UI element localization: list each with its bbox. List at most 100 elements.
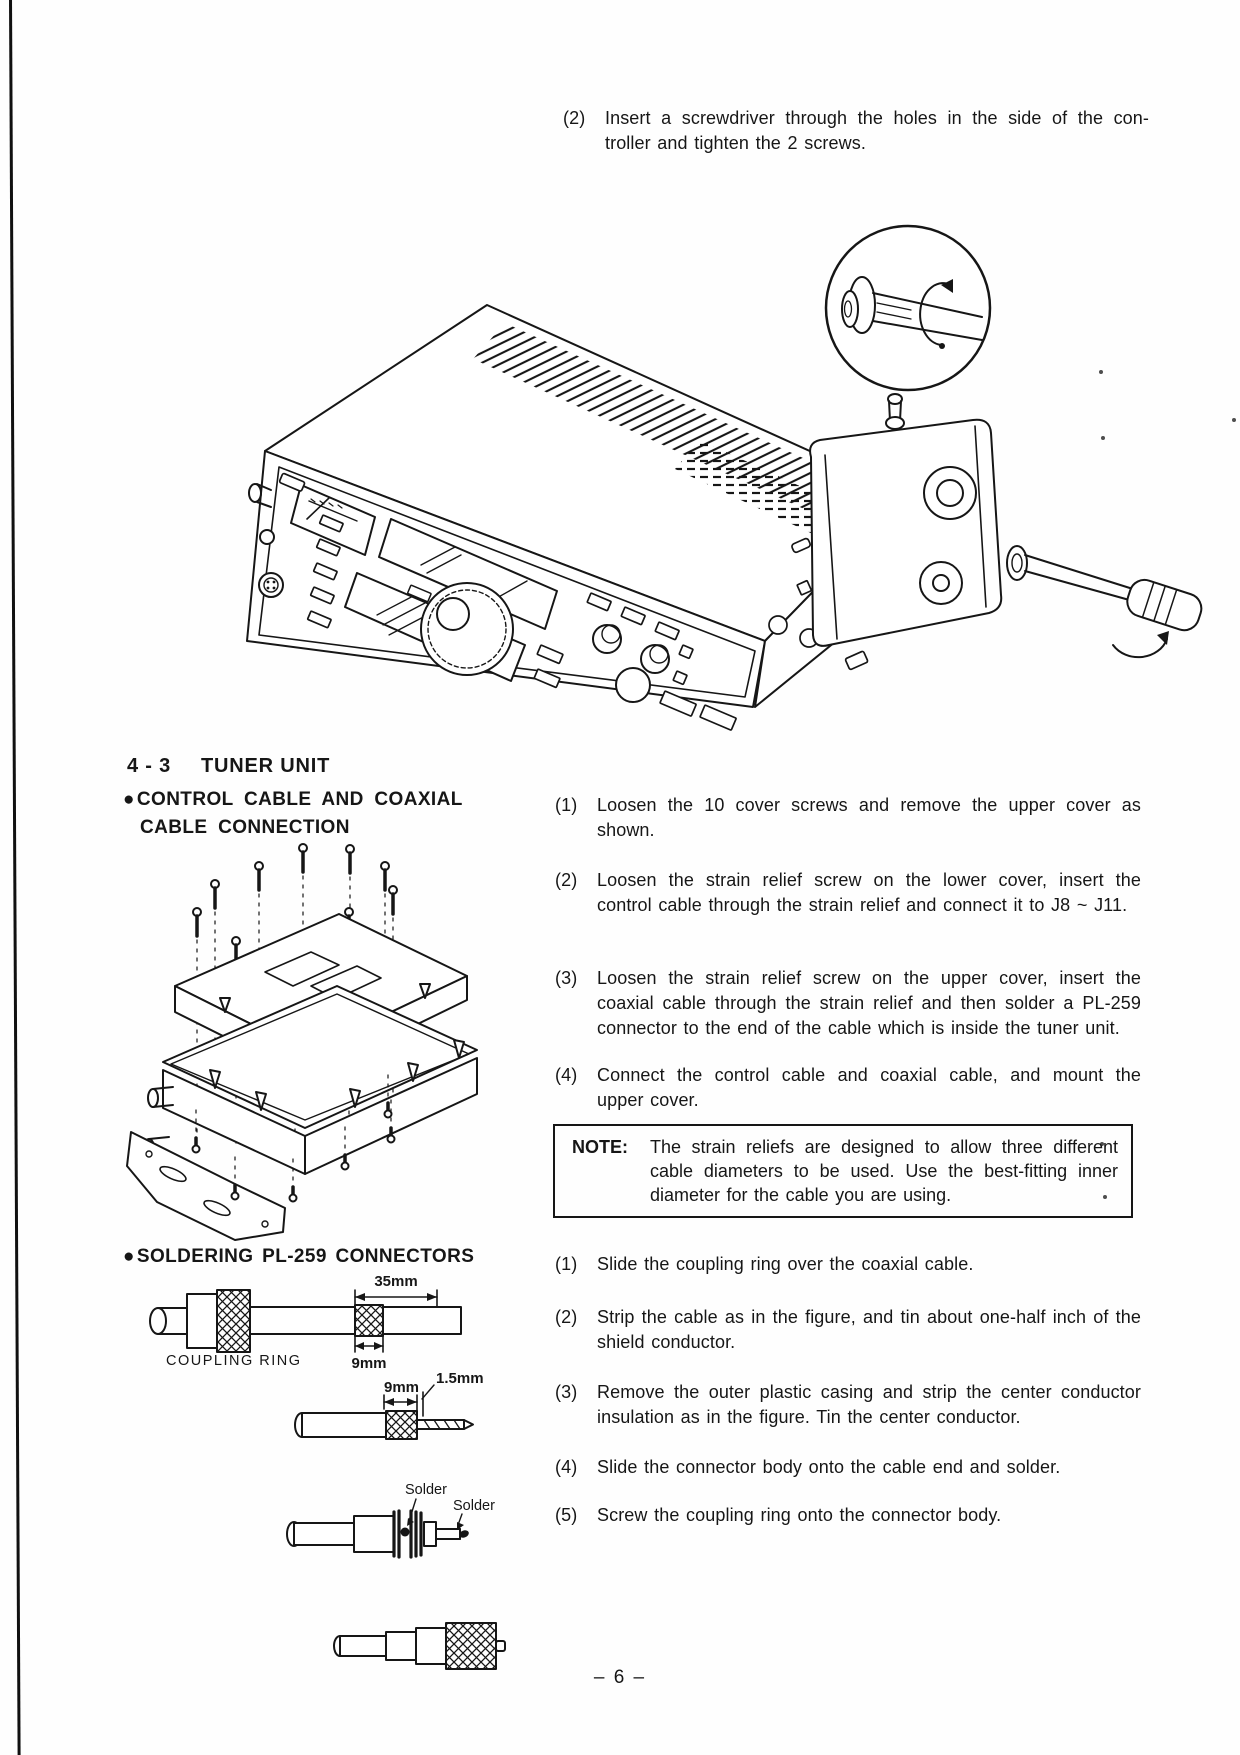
subsection-solder-heading: ●SOLDERING PL-259 CONNECTORS [123, 1246, 474, 1268]
figure-finished-connector [333, 1622, 506, 1670]
scan-line-artifact [9, 0, 21, 1755]
page-number: – 6 – [593, 1667, 647, 1688]
dim-9mm-label: 9mm [384, 1379, 419, 1396]
step-number: (4) [555, 1065, 578, 1085]
center-pin-nub [495, 1640, 506, 1652]
tuning-knob [420, 582, 514, 676]
solder-step-2: (2) Strip the cable as in the figure, an… [555, 1305, 1141, 1355]
button-strip-center [533, 644, 564, 689]
step-text: Loosen the strain relief screw on the lo… [597, 870, 1141, 915]
small-knob [640, 644, 670, 674]
dim-1-5mm-label: 1.5mm [436, 1370, 484, 1387]
cable-jacket [382, 1306, 462, 1335]
bullet-icon: ● [123, 1246, 135, 1267]
step-number: (2) [555, 1307, 578, 1327]
bracket-bolt [885, 393, 905, 430]
shield-braid [354, 1304, 384, 1337]
cable-jacket [301, 1412, 387, 1438]
front-left-controls [248, 472, 306, 598]
step-number: (5) [555, 1505, 578, 1525]
rotation-arrow [1112, 638, 1168, 659]
side-button [768, 615, 788, 635]
solder-step-5: (5) Screw the coupling ring onto the con… [555, 1503, 1141, 1528]
solder-dot [400, 1527, 410, 1537]
figure-stripped-cable: 1.5mm 9mm [294, 1370, 484, 1440]
top-instruction: (2) Insert a screwdriver through the hol… [563, 106, 1149, 156]
tuner-unit-illustration [126, 843, 478, 1241]
cable-jacket [249, 1306, 356, 1335]
step-line: troller and tighten the 2 screws. [605, 133, 866, 153]
rotation-arrow [919, 282, 952, 346]
figure-coupling-ring: 35mm 9mm COUPLING RING [149, 1273, 462, 1372]
step-number: (1) [555, 795, 578, 815]
step-number: (4) [555, 1457, 578, 1477]
step-number: (2) [555, 870, 578, 890]
scan-speck [1100, 1142, 1104, 1146]
cable-step-2: (2) Loosen the strain relief screw on th… [555, 868, 1141, 918]
bracket-hole [923, 466, 977, 520]
coupling-ring-knurl [216, 1289, 251, 1353]
dim-9mm-label: 9mm [351, 1355, 386, 1372]
subsection-cable-heading: ●CONTROL CABLE AND COAXIAL CABLE CONNECT… [123, 786, 463, 842]
connector-shell [353, 1515, 395, 1553]
ridge-rings [392, 1509, 423, 1559]
cable-jacket [293, 1522, 355, 1546]
screwdriver [1006, 545, 1203, 659]
step-number: (3) [555, 968, 578, 988]
solder-label-1: Solder [405, 1482, 447, 1498]
shield-braid [385, 1410, 418, 1440]
cable-step-1: (1) Loosen the 10 cover screws and remov… [555, 793, 1141, 843]
button-strip-left [306, 514, 344, 629]
connector-step [385, 1631, 417, 1661]
section-heading: 4 - 3 TUNER UNIT [127, 755, 330, 778]
note-box: NOTE: The strain reliefs are designed to… [553, 1124, 1133, 1218]
step-number: (2) [563, 108, 586, 128]
subsection-title-line: CONTROL CABLE AND COAXIAL [136, 789, 463, 810]
coax-connector [147, 1086, 174, 1108]
step-text: Slide the connector body onto the cable … [597, 1457, 1061, 1477]
phones-jack [248, 483, 262, 503]
solder-blob [459, 1530, 469, 1538]
bracket-hole [919, 561, 963, 605]
step-text: Screw the coupling ring onto the connect… [597, 1505, 1002, 1525]
coupling-ring-knurl [445, 1622, 497, 1670]
connector-body [415, 1627, 447, 1665]
mic-connector [258, 572, 284, 598]
cable-end [149, 1307, 167, 1335]
af-gain-knob [615, 667, 651, 703]
step-text: Remove the outer plastic casing and stri… [597, 1382, 1141, 1427]
key-jack [259, 529, 275, 545]
solder-step-3: (3) Remove the outer plastic casing and … [555, 1380, 1141, 1430]
connector-neck [423, 1521, 437, 1547]
coupling-ring-body [186, 1293, 218, 1349]
small-knob [592, 624, 622, 654]
scan-speck [1103, 1195, 1107, 1199]
section-title: TUNER UNIT [201, 755, 331, 777]
step-line: Insert a screwdriver through the holes i… [605, 108, 1149, 128]
scan-speck [1232, 418, 1236, 422]
step-text: Strip the cable as in the figure, and ti… [597, 1307, 1141, 1352]
step-number: (1) [555, 1254, 578, 1274]
scan-speck [1101, 436, 1105, 440]
cable-step-4: (4) Connect the control cable and coaxia… [555, 1063, 1141, 1113]
screw-head [841, 290, 859, 328]
solder-step-4: (4) Slide the connector body onto the ca… [555, 1455, 1141, 1480]
solder-label-2: Solder [453, 1498, 495, 1514]
solder-step-1: (1) Slide the coupling ring over the coa… [555, 1252, 1141, 1277]
grommet [1006, 545, 1028, 581]
mounting-bracket [809, 393, 1003, 647]
speaker-grille [675, 440, 841, 535]
subsection-title: SOLDERING PL-259 CONNECTORS [136, 1246, 475, 1267]
lower-screws [191, 1074, 396, 1203]
center-pin [435, 1528, 469, 1540]
step-text: Slide the coupling ring over the coaxial… [597, 1254, 974, 1274]
section-number: 4 - 3 [127, 755, 172, 777]
note-text: The strain reliefs are designed to allow… [650, 1137, 1118, 1205]
step-text: Loosen the 10 cover screws and remove th… [597, 795, 1141, 840]
center-conductor [416, 1419, 474, 1430]
note-label: NOTE: [572, 1137, 628, 1157]
dim-35mm-label: 35mm [374, 1273, 417, 1290]
step-number: (3) [555, 1382, 578, 1402]
cable-jacket [339, 1635, 387, 1657]
